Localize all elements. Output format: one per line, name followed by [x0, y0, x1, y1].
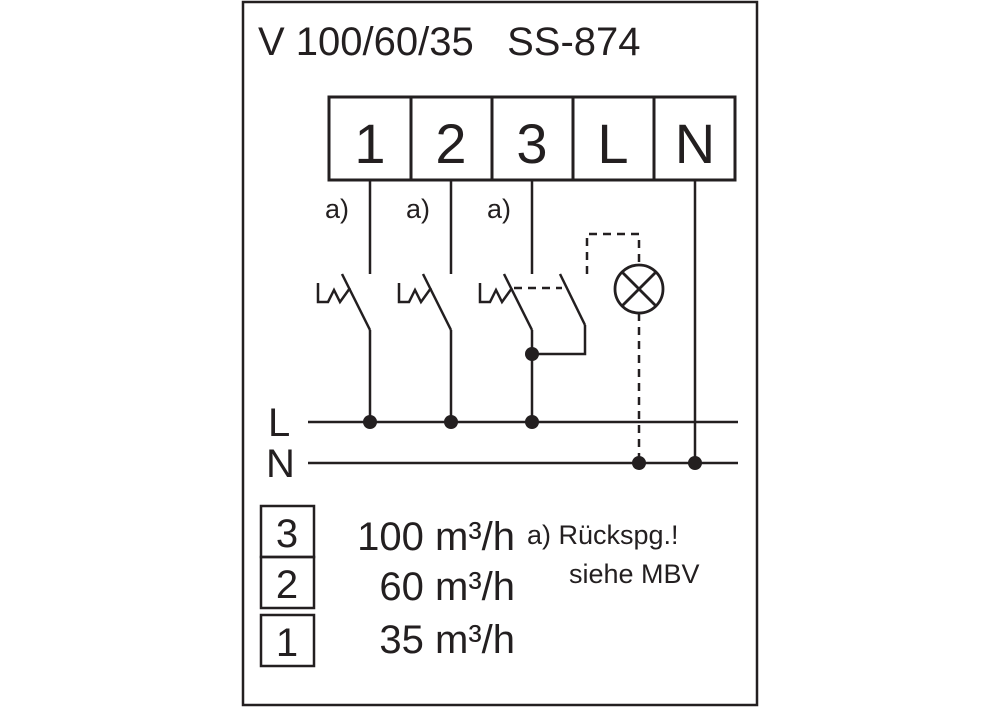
junction-n-lamp	[632, 456, 646, 470]
terminal-n-label: N	[675, 112, 715, 175]
terminal-block: 1 2 3 L N	[327, 95, 737, 182]
backfeed-note-line2: siehe MBV	[569, 559, 700, 589]
indicator-lamp	[585, 232, 665, 463]
diagram-title: V 100/60/35 SS-874	[258, 20, 641, 64]
speed-flow-3: 100 m³/h	[357, 515, 515, 559]
junction-l-3	[525, 415, 539, 429]
switch-3-note: a)	[487, 194, 511, 224]
terminal-l-label: L	[597, 112, 628, 175]
backfeed-note-line1: a) Rückspg.!	[527, 520, 679, 550]
bus-l-label: L	[268, 401, 290, 445]
junction-n	[688, 456, 702, 470]
switch-1-note: a)	[325, 194, 349, 224]
switch-1	[316, 273, 372, 422]
speed-step-2: 2	[276, 563, 298, 607]
terminal-1-label: 1	[354, 112, 385, 175]
diagram-frame	[241, 0, 759, 707]
speed-step-box	[259, 555, 316, 610]
speed-step-3: 3	[276, 512, 298, 556]
terminal-2-label: 2	[435, 112, 466, 175]
switch-2-note: a)	[406, 194, 430, 224]
junction-l-1	[363, 415, 377, 429]
switch-3-junction	[525, 347, 539, 361]
bus-n-label: N	[266, 442, 295, 486]
switch-1-actuator	[316, 283, 352, 305]
switch-3	[478, 273, 587, 422]
lamp-wire-dashed	[585, 232, 641, 274]
terminal-3-label: 3	[516, 112, 547, 175]
switch-2-actuator	[397, 283, 433, 305]
speed-step-1: 1	[276, 621, 298, 665]
speed-flow-2: 60 m³/h	[379, 565, 515, 609]
speed-flow-1: 35 m³/h	[379, 618, 515, 662]
switch-3-actuator	[478, 283, 514, 305]
junction-l-2	[444, 415, 458, 429]
speed-step-box	[259, 613, 316, 668]
speed-legend: 3 2 1 100 m³/h 60 m³/h 35 m³/h	[259, 504, 515, 668]
switch-2	[397, 273, 453, 422]
